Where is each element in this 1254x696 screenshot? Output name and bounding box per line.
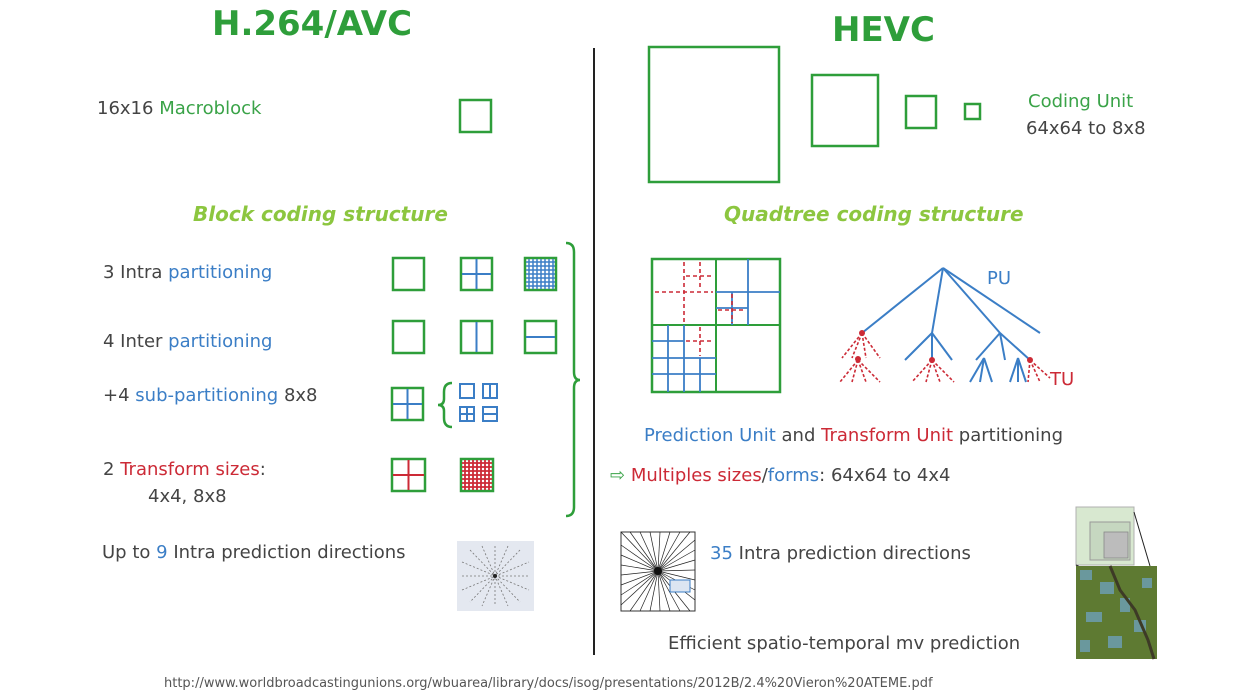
coding-unit-range: 64x64 to 8x8 (1026, 118, 1146, 139)
source-url: http://www.worldbroadcastingunions.org/w… (164, 676, 933, 691)
multiples-sizes-label: ⇨ Multiples sizes/forms: 64x64 to 4x4 (610, 465, 951, 486)
intra-partitioning-label: 3 Intra partitioning (103, 262, 273, 283)
intra-directions-label-right: 35 Intra prediction directions (710, 543, 971, 564)
pu-label: PU (987, 268, 1012, 289)
grouping-bracket (565, 241, 581, 518)
intra-directions-label-left: Up to 9 Intra prediction directions (102, 542, 406, 563)
macroblock-label: 16x16 Macroblock (97, 98, 262, 119)
block-coding-subtitle: Block coding structure (193, 202, 448, 226)
coding-unit-label: Coding Unit (1028, 91, 1134, 112)
quadtree-block (650, 257, 782, 394)
tu-label: TU (1050, 369, 1075, 390)
pu-tu-label: Prediction Unit and Transform Unit parti… (644, 425, 1064, 446)
mv-prediction-label: Efficient spatio-temporal mv prediction (668, 633, 1021, 654)
intra-9-directions-diagram (457, 541, 534, 611)
inter-partitioning-label: 4 Inter partitioning (103, 331, 273, 352)
mv-prediction-images (1075, 506, 1157, 660)
inter-partition-icons (391, 319, 558, 355)
quadtree-subtitle: Quadtree coding structure (724, 202, 1024, 226)
pu-tu-tree (839, 267, 1051, 383)
transform-sizes-label: 2 Transform sizes: (103, 459, 266, 480)
sub-partition-icons (390, 381, 498, 429)
sub-partitioning-label: +4 sub-partitioning 8x8 (103, 385, 318, 406)
hevc-title: HEVC (832, 10, 935, 50)
intra-35-directions-diagram (620, 531, 696, 612)
transform-sizes-values: 4x4, 8x8 (148, 486, 227, 507)
arrow-right-icon: ⇨ (610, 465, 626, 486)
h264-title: H.264/AVC (212, 4, 413, 44)
intra-partition-icons (391, 256, 558, 292)
transform-size-icons (390, 457, 495, 493)
coding-unit-squares (647, 45, 982, 184)
macroblock-square (458, 98, 493, 134)
